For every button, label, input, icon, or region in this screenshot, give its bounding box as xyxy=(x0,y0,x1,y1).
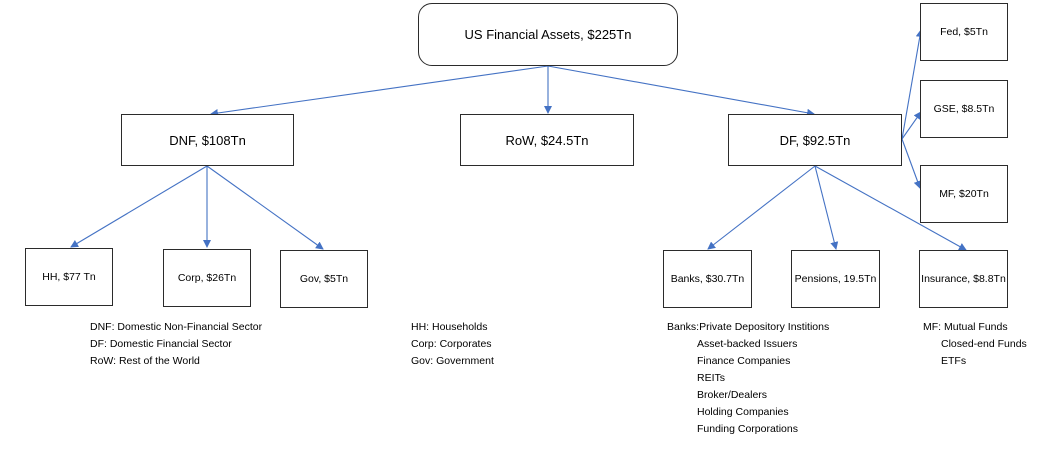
node-gse: GSE, $8.5Tn xyxy=(920,80,1008,138)
edge-df-fed xyxy=(901,29,924,140)
legend-line: Holding Companies xyxy=(697,406,789,418)
node-banks: Banks, $30.7Tn xyxy=(663,250,752,308)
node-pensions: Pensions, 19.5Tn xyxy=(791,250,880,308)
edge-dnf-gov xyxy=(206,165,324,250)
edge-df-insurance xyxy=(814,165,967,251)
legend-line: REITs xyxy=(697,372,726,384)
legend-line: Closed-end Funds xyxy=(941,338,1027,350)
node-row: RoW, $24.5Tn xyxy=(460,114,634,166)
legend-line: ETFs xyxy=(941,355,967,367)
edge-df-gse xyxy=(901,111,922,140)
legend-mf: MF: Mutual Funds Closed-end Funds ETFs xyxy=(923,319,1027,370)
node-hh-label: HH, $77 Tn xyxy=(42,271,96,283)
node-root: US Financial Assets, $225Tn xyxy=(418,3,678,66)
edge-root-df xyxy=(547,65,815,117)
edge-df-banks xyxy=(707,165,816,250)
node-root-label: US Financial Assets, $225Tn xyxy=(464,27,632,42)
node-banks-label: Banks, $30.7Tn xyxy=(670,273,745,285)
node-dnf: DNF, $108Tn xyxy=(121,114,294,166)
node-corp: Corp, $26Tn xyxy=(163,249,251,307)
node-mf-label: MF, $20Tn xyxy=(939,188,989,200)
edge-root-dnf xyxy=(210,65,549,117)
legend-heading: Banks:Private Depository Institions xyxy=(667,321,830,333)
node-row-label: RoW, $24.5Tn xyxy=(505,132,589,148)
node-gov-label: Gov, $5Tn xyxy=(299,273,349,285)
node-mf: MF, $20Tn xyxy=(920,165,1008,223)
edge-df-pensions xyxy=(814,165,839,250)
node-insurance: Insurance, $8.8Tn xyxy=(919,250,1008,308)
legend-banks: Banks:Private Depository Institions Asse… xyxy=(667,319,829,438)
legend-line: DNF: Domestic Non-Financial Sector xyxy=(90,321,263,333)
legend-dnf: HH: Households Corp: Corporates Gov: Gov… xyxy=(411,319,494,370)
node-fed: Fed, $5Tn xyxy=(920,3,1008,61)
node-df-label: DF, $92.5Tn xyxy=(779,132,851,148)
legend-line: Finance Companies xyxy=(697,355,791,367)
legend-line: Corp: Corporates xyxy=(411,338,492,350)
node-gov: Gov, $5Tn xyxy=(280,250,368,308)
legend-sectors: DNF: Domestic Non-Financial Sector DF: D… xyxy=(90,319,262,370)
node-gse-label: GSE, $8.5Tn xyxy=(933,103,995,115)
node-insurance-label: Insurance, $8.8Tn xyxy=(921,273,1006,285)
node-df: DF, $92.5Tn xyxy=(728,114,902,166)
node-fed-label: Fed, $5Tn xyxy=(940,26,988,38)
edge-dnf-hh xyxy=(70,165,208,248)
node-pensions-label: Pensions, 19.5Tn xyxy=(794,273,877,285)
node-corp-label: Corp, $26Tn xyxy=(177,272,237,284)
node-hh: HH, $77 Tn xyxy=(25,248,113,306)
legend-line: Broker/Dealers xyxy=(697,389,768,401)
node-dnf-label: DNF, $108Tn xyxy=(169,132,246,148)
legend-line: Gov: Government xyxy=(411,355,494,367)
legend-line: Asset-backed Issuers xyxy=(697,338,798,350)
legend-line: RoW: Rest of the World xyxy=(90,355,200,367)
legend-line: Funding Corporations xyxy=(697,423,798,435)
legend-line: HH: Households xyxy=(411,321,488,333)
legend-heading: MF: Mutual Funds xyxy=(923,321,1008,333)
legend-line: DF: Domestic Financial Sector xyxy=(90,338,232,350)
edge-df-mf xyxy=(901,138,922,189)
